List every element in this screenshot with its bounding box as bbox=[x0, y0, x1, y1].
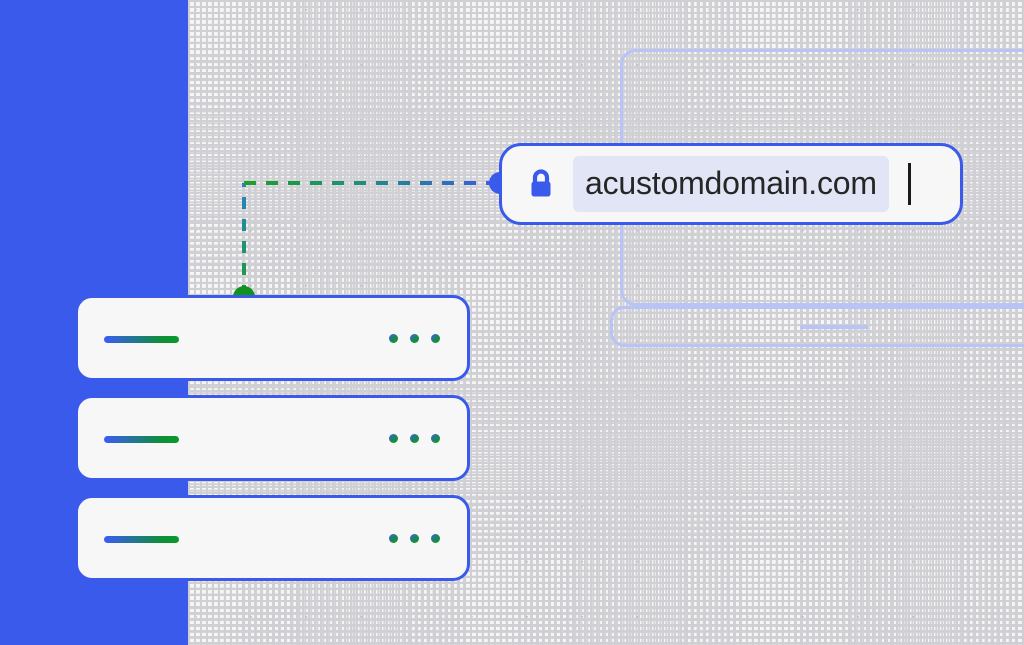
laptop-base-frame bbox=[610, 306, 1024, 347]
server-card-3[interactable] bbox=[75, 495, 470, 581]
server-options-dots[interactable] bbox=[389, 434, 440, 443]
server-status-bar bbox=[104, 536, 179, 543]
text-caret bbox=[907, 163, 911, 205]
dot bbox=[431, 434, 440, 443]
dot bbox=[410, 434, 419, 443]
dot bbox=[389, 334, 398, 343]
dot bbox=[389, 534, 398, 543]
domain-text[interactable]: acustomdomain.com bbox=[573, 156, 889, 212]
server-options-dots[interactable] bbox=[389, 534, 440, 543]
server-card-2[interactable] bbox=[75, 395, 470, 481]
server-status-bar bbox=[104, 436, 179, 443]
dot bbox=[431, 534, 440, 543]
lock-icon bbox=[526, 168, 556, 200]
server-options-dots[interactable] bbox=[389, 334, 440, 343]
dot bbox=[431, 334, 440, 343]
browser-url-bar[interactable]: acustomdomain.com bbox=[499, 143, 963, 225]
server-card-1[interactable] bbox=[75, 295, 470, 381]
dot bbox=[410, 534, 419, 543]
server-status-bar bbox=[104, 336, 179, 343]
url-text-area[interactable]: acustomdomain.com bbox=[573, 156, 911, 212]
dot bbox=[389, 434, 398, 443]
laptop-trackpad-notch bbox=[800, 325, 868, 329]
dot bbox=[410, 334, 419, 343]
